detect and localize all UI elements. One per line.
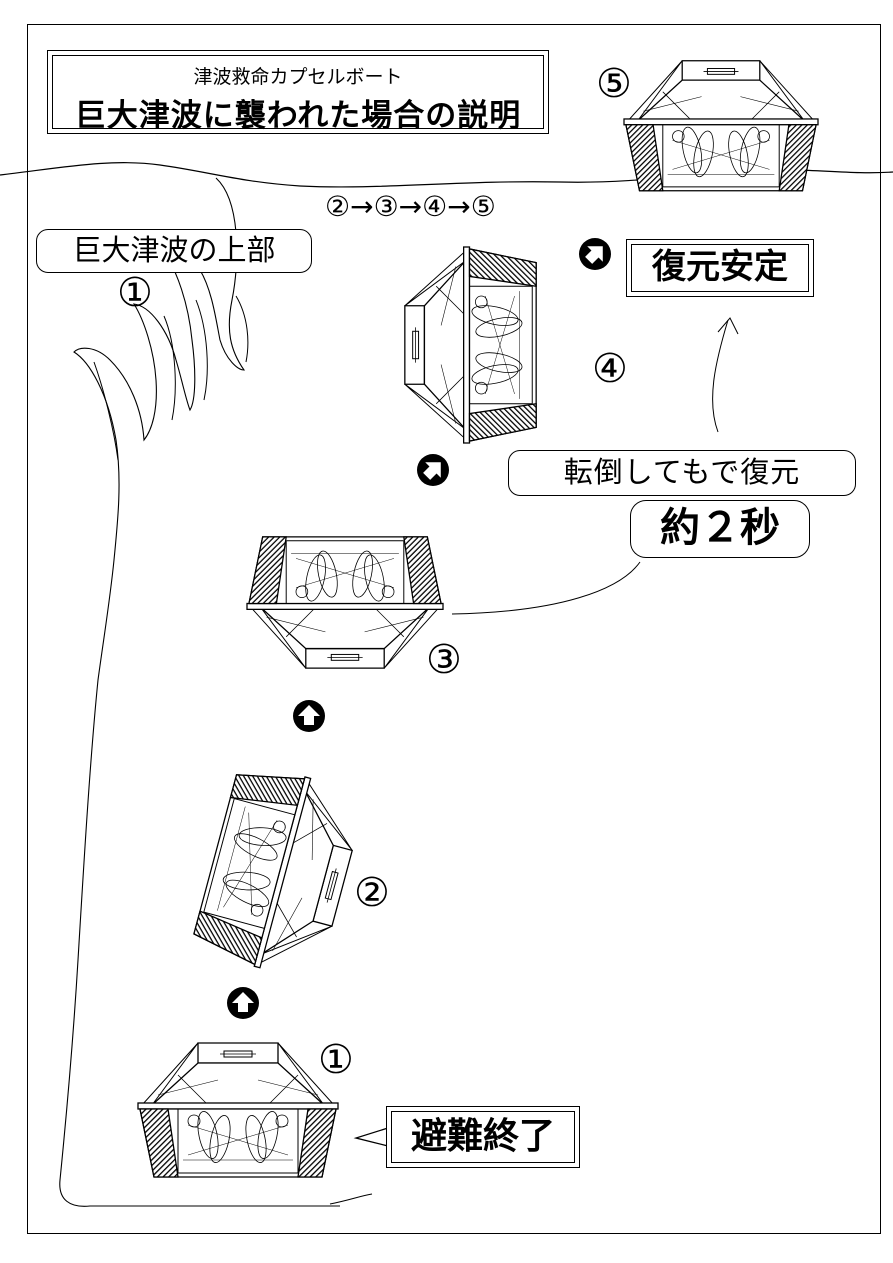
step-number-5: ⑤ [596, 61, 632, 107]
evacuation-done-label: 避難終了 [391, 1111, 575, 1163]
title-box: 津波救命カプセルボート 巨大津波に襲われた場合の説明 [47, 50, 549, 134]
about-2-sec-label: 約２秒 [630, 500, 810, 558]
capsule-step-2 [189, 759, 369, 984]
up-arrow-icon [712, 319, 729, 433]
step-number-2: ② [354, 870, 390, 916]
restore-stable-box: 復元安定 [626, 239, 814, 297]
wave-top-label: 巨大津波の上部 [36, 229, 312, 273]
step-number-4: ④ [592, 346, 628, 392]
rollover-restore-label: 転倒してもで復元 [508, 450, 856, 496]
step-number-1: ① [318, 1037, 354, 1083]
arrow-circle-icon [227, 987, 259, 1019]
arrow-circle-icon [572, 231, 618, 277]
wave-curl-lines [93, 295, 249, 461]
capsule-step-1 [137, 1042, 339, 1178]
capsule-step-3 [246, 536, 444, 669]
title-subtitle: 津波救命カプセルボート [193, 66, 403, 88]
evacuation-done-box: 避難終了 [386, 1106, 580, 1168]
capsule-step-5 [623, 60, 819, 192]
arrow-circle-icon [410, 447, 456, 493]
wave-step-number: ① [117, 270, 153, 316]
arrow-circle-icon [293, 700, 325, 732]
page-frame [27, 24, 881, 1234]
restore-stable-label: 復元安定 [631, 244, 809, 292]
callout-tail [353, 1127, 389, 1147]
tsunami-wave-outline [59, 177, 340, 1207]
step-number-3: ③ [426, 637, 462, 683]
title-main: 巨大津波に襲われた場合の説明 [74, 98, 522, 134]
ground-line [329, 1193, 373, 1205]
sequence-label: ②→③→④→⑤ [325, 190, 496, 223]
pointer-line [451, 561, 641, 615]
capsule-step-4 [404, 246, 537, 444]
